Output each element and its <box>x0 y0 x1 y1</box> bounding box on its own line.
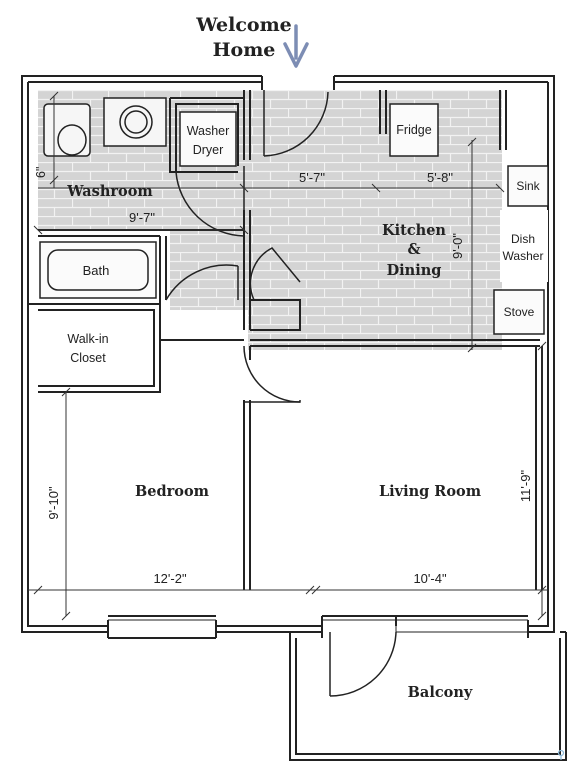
dim-kitchen-width: 5'-8" <box>427 170 453 185</box>
dim-washroom-height: 6" <box>34 167 48 178</box>
washer-dish-label: Washer <box>503 249 544 263</box>
balcony-outline <box>289 631 567 761</box>
balcony-label: Balcony <box>408 684 473 701</box>
bathtub-box: Bath <box>39 241 157 299</box>
closet-label-2: Closet <box>70 351 106 365</box>
windows <box>108 619 528 633</box>
sink-box: Sink <box>507 165 549 207</box>
dryer-label: Dryer <box>193 143 224 157</box>
dish-label: Dish <box>511 232 535 246</box>
dim-hall-width: 5'-7" <box>299 170 325 185</box>
stove-label: Stove <box>504 305 535 319</box>
kitchen-label: Kitchen <box>382 222 446 239</box>
doors <box>165 90 397 697</box>
sink-label: Sink <box>516 179 540 193</box>
washer-dryer-box: Washer Dryer <box>179 111 237 167</box>
exterior-walls <box>21 75 555 639</box>
washer-label: Washer <box>187 124 230 138</box>
toilet-fixture <box>43 103 91 157</box>
bath-label: Bath <box>83 263 110 278</box>
dim-washroom-width: 9'-7" <box>129 210 155 225</box>
dimension-lines <box>28 91 548 621</box>
vanity-sink-fixture <box>103 97 167 147</box>
down-arrow-icon <box>283 24 309 68</box>
dim-kitchen-depth: 9'-0" <box>450 233 465 259</box>
home-text: Home <box>213 39 276 61</box>
washroom-label: Washroom <box>66 183 153 200</box>
fridge-box: Fridge <box>389 103 439 157</box>
dim-living-depth: 11'-9" <box>518 470 533 503</box>
corner-mark-icon <box>557 749 565 760</box>
dining-label: Dining <box>387 262 442 279</box>
ampersand-label: & <box>407 241 420 258</box>
dim-bedroom-depth: 9'-10" <box>46 486 61 520</box>
living-room-label: Living Room <box>379 483 482 500</box>
bedroom-label: Bedroom <box>135 483 210 500</box>
dim-living-width: 10'-4" <box>413 571 447 586</box>
welcome-text: Welcome <box>195 14 292 36</box>
closet-label-1: Walk-in <box>67 332 108 346</box>
dishwasher-box: Dish Washer <box>500 210 548 282</box>
stove-box: Stove <box>493 289 545 335</box>
dim-bedroom-width: 12'-2" <box>153 571 187 586</box>
fridge-label: Fridge <box>396 123 431 137</box>
